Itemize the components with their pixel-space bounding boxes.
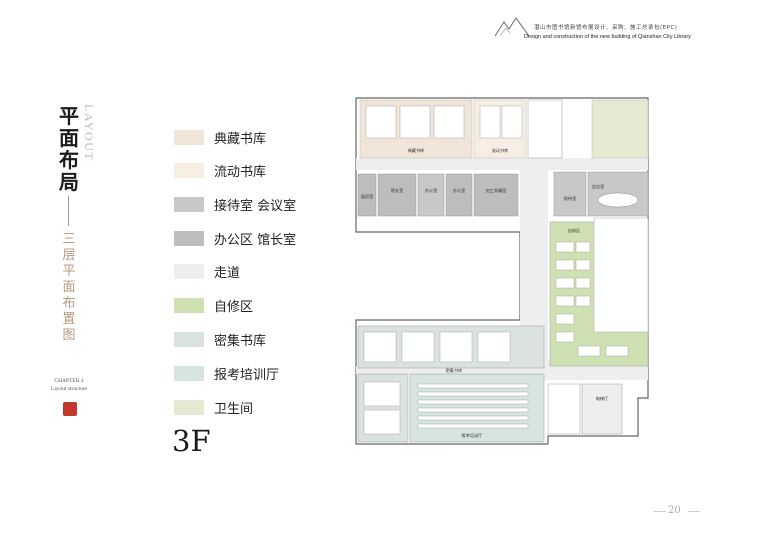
subtitle-char: 平 — [62, 264, 76, 279]
title-char: 平 — [59, 104, 79, 128]
study-desks — [555, 241, 629, 357]
legend-label: 流动书库 — [214, 164, 267, 180]
legend-item-zoudao: 走道 — [174, 262, 334, 281]
label-liudong: 流动书库 — [492, 147, 509, 154]
subtitle-char: 图 — [62, 328, 76, 343]
title-char: 局 — [59, 170, 79, 194]
label-diantiting: 电梯厅 — [596, 395, 609, 402]
label-guanzhang: 馆长室 — [391, 187, 404, 194]
shelving — [365, 105, 523, 139]
room-bangong2 — [445, 173, 473, 217]
legend-label: 自修区 — [214, 299, 254, 315]
page-subtitle: 三 层 平 面 布 置 图 — [59, 232, 79, 344]
title-char: 面 — [59, 126, 79, 150]
legend-item-weisheng: 卫生间 — [174, 398, 334, 417]
page-number-rule — [654, 511, 666, 512]
legend-label: 典藏书库 — [214, 131, 267, 147]
label-baokao: 报考培训厅 — [462, 432, 483, 439]
header-project-en: Design and construction of the new build… — [524, 34, 691, 40]
legend-swatch — [174, 129, 204, 145]
floor-plan: 典藏书库 流动书库 馆长室 办公室 办公室 加工采编室 会议室 接待室 自修区 … — [355, 97, 649, 445]
legend-label: 接待室 会议室 — [214, 198, 297, 214]
legend-item-bangong: 办公区 馆长室 — [174, 229, 334, 248]
training-seats — [363, 381, 529, 435]
seal-stamp-icon — [63, 402, 77, 416]
legend-label: 卫生间 — [214, 401, 254, 417]
corridor-area — [356, 158, 648, 170]
floor-label: 3F — [172, 424, 211, 458]
room-restroom — [591, 99, 649, 159]
header-project-cn: 潜山市图书馆新馆布展设计、采购、施工总承包(EPC) — [534, 25, 678, 31]
room-zhiban — [357, 173, 377, 217]
legend-item-liudong: 流动书库 — [174, 161, 334, 180]
legend-item-baokao: 报考培训厅 — [174, 364, 334, 383]
label-zixiu: 自修区 — [568, 227, 581, 234]
page-title: 平 面 布 局 — [58, 105, 80, 193]
atrium-void — [593, 217, 649, 333]
legend-swatch — [174, 196, 204, 212]
title-divider — [68, 196, 69, 226]
label-jiedai: 接待室 — [564, 195, 577, 202]
legend-item-miji: 密集书库 — [174, 330, 334, 349]
subtitle-char: 三 — [62, 232, 76, 247]
legend-swatch — [174, 230, 204, 246]
label-bangong1: 办公室 — [425, 187, 438, 194]
legend-item-zixiu: 自修区 — [174, 296, 334, 315]
label-huiyi: 会议室 — [592, 183, 605, 190]
legend-swatch — [174, 263, 204, 279]
legend-item-diancang: 典藏书库 — [174, 128, 334, 147]
chapter-name: Layout structure — [50, 386, 88, 392]
legend-swatch — [174, 331, 204, 347]
room-jiagong — [473, 173, 519, 217]
room-guanzhang — [377, 173, 417, 217]
legend-label: 密集书库 — [214, 333, 267, 349]
room-diantiting — [581, 383, 623, 435]
room-jiedai — [553, 171, 587, 217]
compact-shelves — [363, 331, 511, 363]
room-bangong1 — [417, 173, 445, 217]
subtitle-char: 布 — [62, 296, 76, 311]
title-char: 布 — [59, 148, 79, 172]
room-stair-bottom — [547, 383, 581, 435]
subtitle-char: 层 — [62, 248, 76, 263]
label-miji: 密集书库 — [446, 367, 463, 374]
title-en: LAYOUT — [82, 104, 96, 162]
legend-swatch — [174, 399, 204, 415]
chapter-label: CHAPTER 4 Layout structure — [44, 377, 94, 393]
subtitle-char: 置 — [62, 312, 76, 327]
label-bangong2: 办公室 — [453, 187, 466, 194]
legend-item-jiedai: 接待室 会议室 — [174, 195, 334, 214]
legend-label: 走道 — [214, 265, 241, 281]
legend-swatch — [174, 297, 204, 313]
label-diancang: 典藏书库 — [408, 147, 425, 154]
plan-walls — [355, 97, 649, 445]
chapter-number: CHAPTER 4 — [54, 378, 84, 384]
subtitle-char: 面 — [62, 280, 76, 295]
legend-swatch — [174, 162, 204, 178]
page-number-rule — [688, 511, 700, 512]
legend-swatch — [174, 365, 204, 381]
meeting-table — [597, 192, 639, 208]
legend-label: 办公区 馆长室 — [214, 232, 297, 248]
page-number: 20 — [668, 505, 681, 516]
room-stair-top — [527, 99, 563, 159]
label-jiagong: 加工采编室 — [486, 187, 507, 194]
library-logo-icon — [494, 17, 530, 37]
legend-label: 报考培训厅 — [214, 367, 280, 383]
corridor-area — [356, 366, 546, 374]
label-zhiban: 值班室 — [361, 193, 374, 200]
